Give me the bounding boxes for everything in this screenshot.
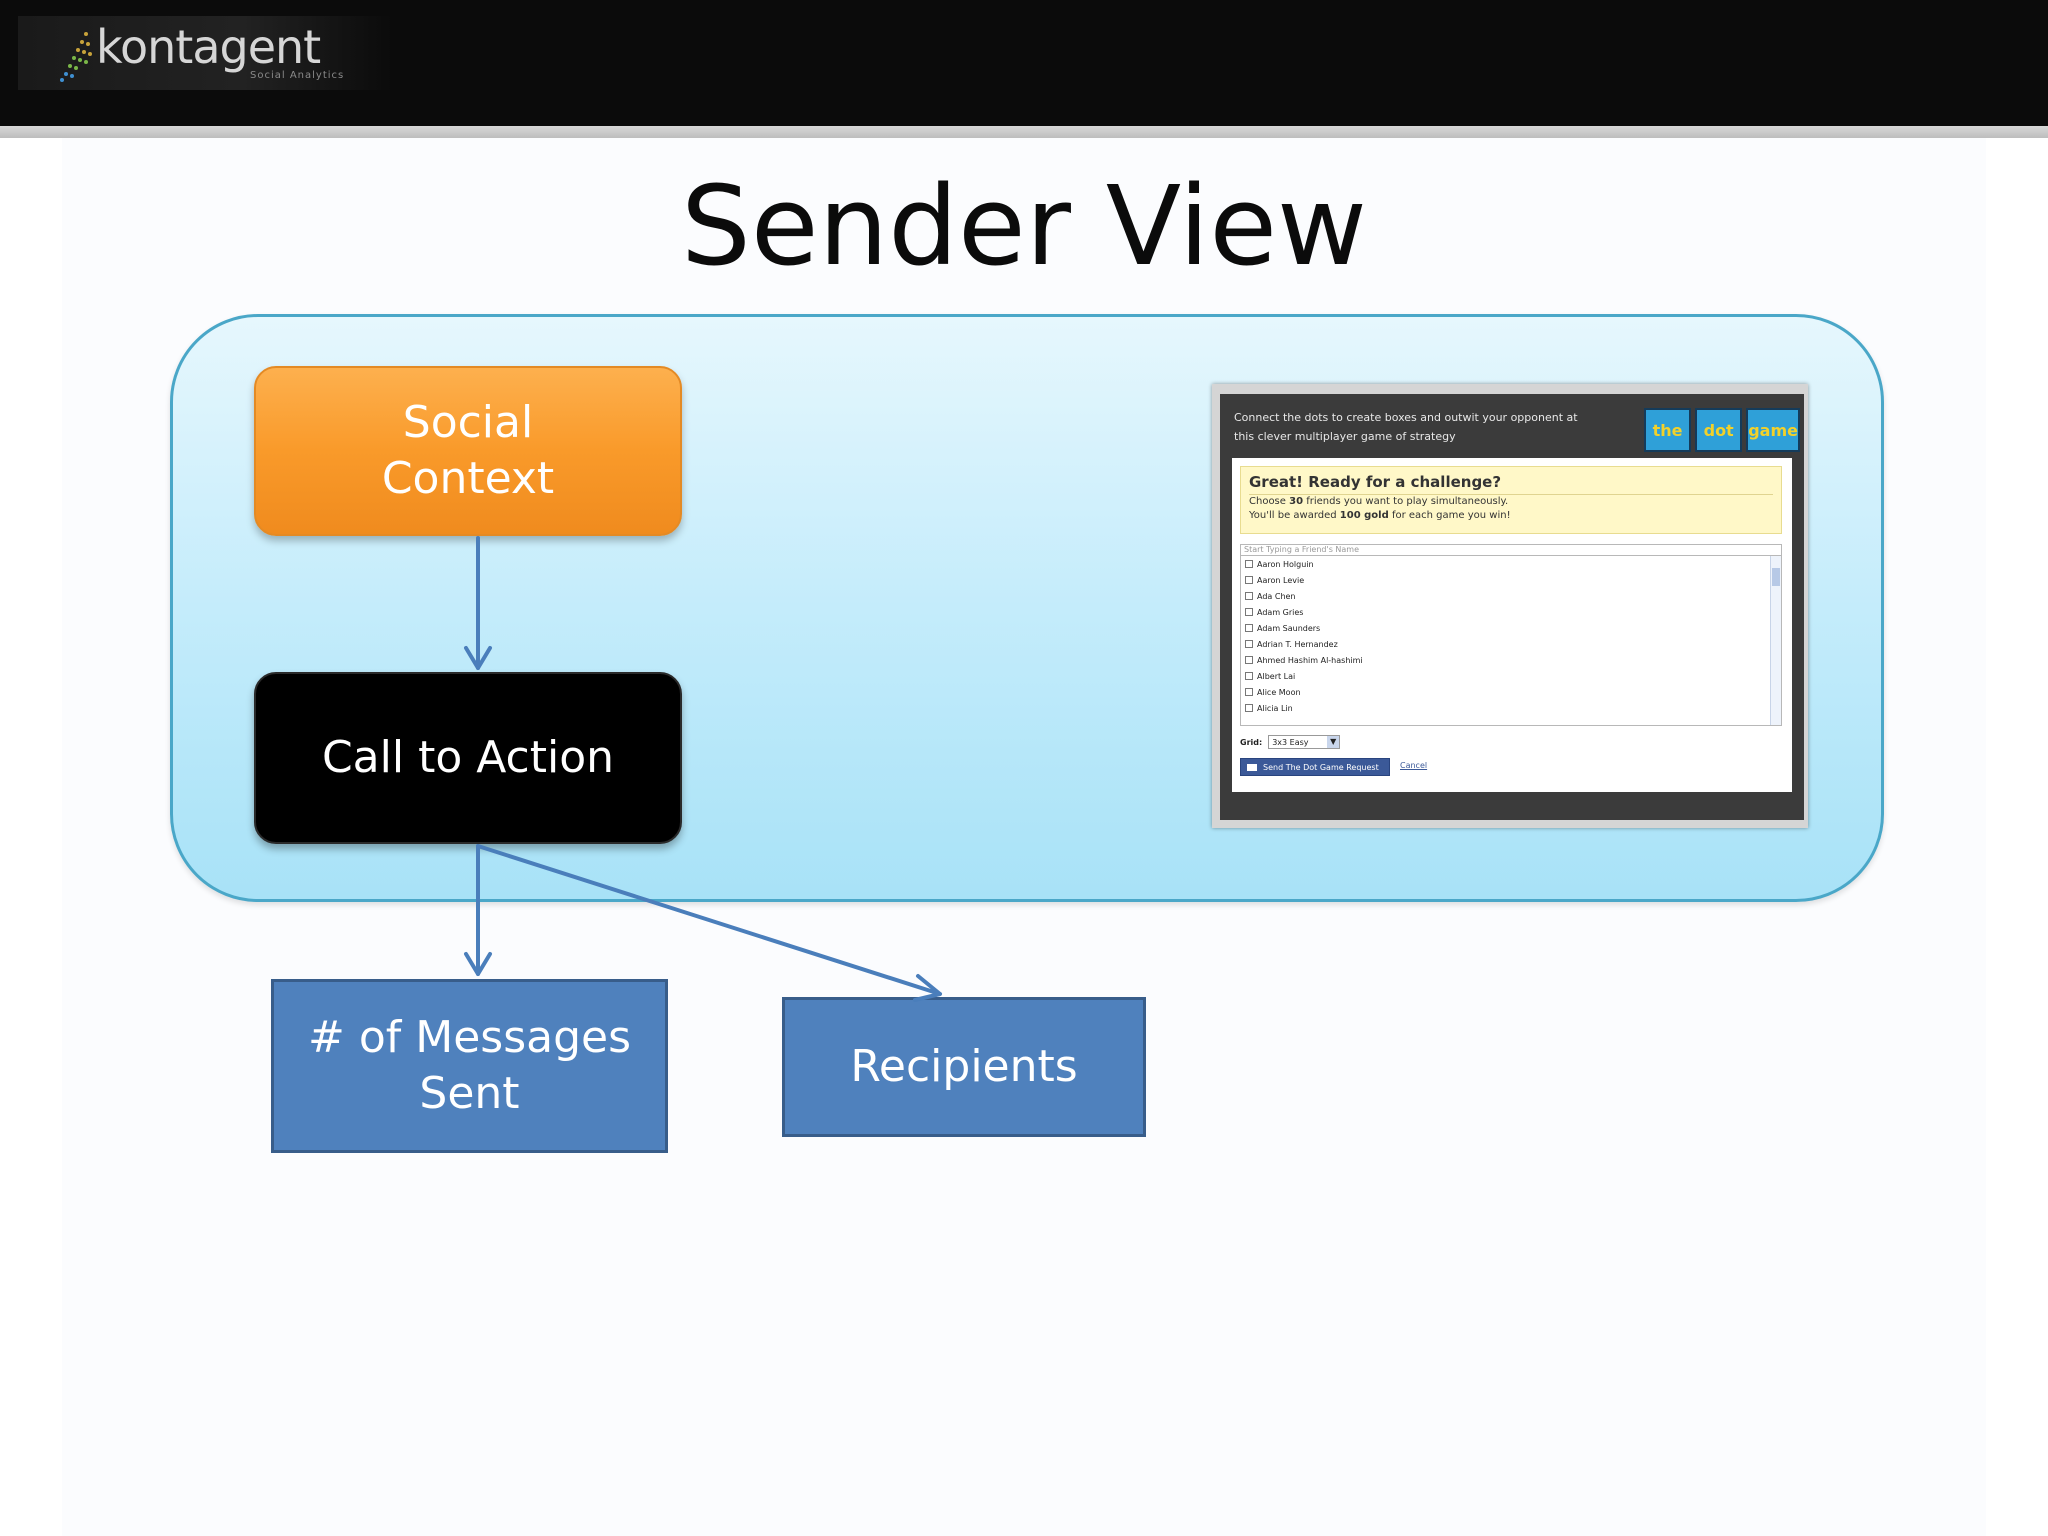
- friend-checkbox[interactable]: [1245, 672, 1253, 680]
- social-context-label-line2: Context: [381, 453, 555, 504]
- friend-list-item[interactable]: Ada Chen: [1241, 588, 1781, 604]
- friend-name: Albert Lai: [1257, 671, 1296, 681]
- chevron-down-icon[interactable]: ▼: [1327, 736, 1340, 748]
- logo-word-the: the: [1644, 408, 1692, 452]
- friend-list-scrollbar[interactable]: [1770, 556, 1781, 725]
- social-context-label-line1: Social: [402, 396, 534, 448]
- recipients-label: Recipients: [850, 1040, 1078, 1092]
- send-request-button[interactable]: Send The Dot Game Request: [1240, 758, 1390, 776]
- grid-setting: Grid: 3x3 Easy ▼: [1240, 734, 1341, 750]
- challenge-line-1: Choose 30 friends you want to play simul…: [1249, 496, 1509, 507]
- slide-title: Sender View: [681, 162, 1367, 290]
- friend-checkbox[interactable]: [1245, 560, 1253, 568]
- recipients-box: Recipients: [782, 997, 1146, 1137]
- header-bar: kontagent Social Analytics: [0, 0, 2048, 126]
- messages-sent-box: # of Messages Sent: [271, 979, 668, 1153]
- friend-checkbox[interactable]: [1245, 656, 1253, 664]
- friend-checkbox[interactable]: [1245, 592, 1253, 600]
- friend-checkbox[interactable]: [1245, 688, 1253, 696]
- game-description-line2: this clever multiplayer game of strategy: [1234, 430, 1456, 443]
- challenge-notice: Great! Ready for a challenge? Choose 30 …: [1240, 466, 1782, 534]
- game-description: Connect the dots to create boxes and out…: [1234, 408, 1614, 446]
- friend-name: Adam Gries: [1257, 607, 1304, 617]
- friend-checkbox[interactable]: [1245, 608, 1253, 616]
- logo-wordmark: kontagent: [96, 20, 321, 74]
- friend-name: Alice Moon: [1257, 687, 1301, 697]
- friend-name: Adrian T. Hernandez: [1257, 639, 1338, 649]
- dialog-body: Great! Ready for a challenge? Choose 30 …: [1232, 458, 1792, 792]
- game-description-line1: Connect the dots to create boxes and out…: [1234, 411, 1578, 424]
- logo-word-dot: dot: [1695, 408, 1743, 452]
- friend-name: Ada Chen: [1257, 591, 1296, 601]
- friend-checkbox[interactable]: [1245, 624, 1253, 632]
- messages-sent-label-line2: Sent: [419, 1068, 520, 1119]
- friend-checkbox[interactable]: [1245, 640, 1253, 648]
- friend-list-item[interactable]: Albert Lai: [1241, 668, 1781, 684]
- friend-list-item[interactable]: Adam Saunders: [1241, 620, 1781, 636]
- header-divider: [0, 126, 2048, 138]
- friend-name: Aaron Levie: [1257, 575, 1305, 585]
- dot-game-logo: the dot game: [1644, 408, 1800, 452]
- scrollbar-thumb[interactable]: [1772, 568, 1780, 586]
- friend-list-item[interactable]: Aaron Levie: [1241, 572, 1781, 588]
- call-to-action-box: Call to Action: [254, 672, 682, 844]
- logo-subtitle: Social Analytics: [250, 70, 345, 81]
- grid-label: Grid:: [1240, 737, 1263, 747]
- kontagent-logo: kontagent Social Analytics: [18, 16, 392, 90]
- send-request-label: Send The Dot Game Request: [1263, 762, 1379, 772]
- friend-list-item[interactable]: Ahmed Hashim Al-hashimi: [1241, 652, 1781, 668]
- friend-list-item[interactable]: Alice Moon: [1241, 684, 1781, 700]
- grid-select-value: 3x3 Easy: [1272, 737, 1309, 747]
- call-to-action-label: Call to Action: [321, 731, 615, 783]
- logo-mark-icon: [60, 32, 92, 82]
- friend-name: Alicia Lin: [1257, 703, 1293, 713]
- challenge-line-2: You'll be awarded 100 gold for each game…: [1249, 510, 1511, 521]
- friend-list-item[interactable]: Adrian T. Hernandez: [1241, 636, 1781, 652]
- friend-list-item[interactable]: Alicia Lin: [1241, 700, 1781, 716]
- messages-sent-label-line1: # of Messages: [307, 1011, 632, 1063]
- social-context-box: Social Context: [254, 366, 682, 536]
- friend-name: Adam Saunders: [1257, 623, 1321, 633]
- friend-name: Ahmed Hashim Al-hashimi: [1257, 655, 1363, 665]
- dialog-header: Connect the dots to create boxes and out…: [1234, 408, 1800, 452]
- challenge-title: Great! Ready for a challenge?: [1249, 473, 1773, 495]
- friend-list-item[interactable]: Aaron Holguin: [1241, 556, 1781, 572]
- friend-checkbox[interactable]: [1245, 576, 1253, 584]
- dot-game-screenshot: Connect the dots to create boxes and out…: [1212, 384, 1808, 828]
- cancel-link[interactable]: Cancel: [1400, 761, 1428, 770]
- friend-name: Aaron Holguin: [1257, 559, 1314, 569]
- envelope-icon: [1247, 763, 1257, 771]
- friend-checkbox[interactable]: [1245, 704, 1253, 712]
- grid-select[interactable]: 3x3 Easy ▼: [1268, 735, 1341, 749]
- friend-list[interactable]: Aaron Holguin Aaron Levie Ada Chen Adam …: [1240, 556, 1782, 726]
- friend-list-item[interactable]: Adam Gries: [1241, 604, 1781, 620]
- logo-word-game: game: [1746, 408, 1800, 452]
- friend-search-input[interactable]: Start Typing a Friend's Name: [1240, 544, 1782, 556]
- dialog-frame: Connect the dots to create boxes and out…: [1220, 394, 1804, 820]
